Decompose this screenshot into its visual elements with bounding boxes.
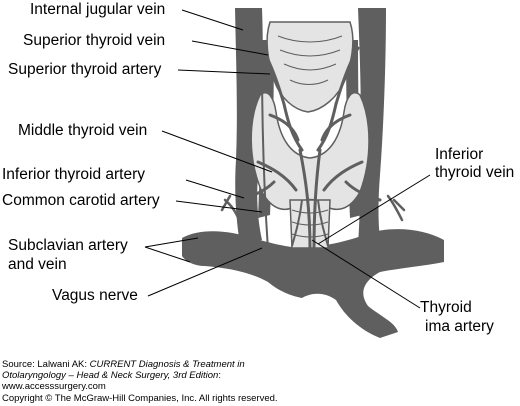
source-website: www.accesssurgery.com <box>2 381 106 392</box>
larynx-shape <box>266 21 354 113</box>
leader-inferior-thyroid-vein <box>317 174 431 245</box>
thyroid-gland-shape <box>250 91 370 211</box>
thyroid-vessels <box>238 46 382 250</box>
right-internal-jugular-vein-shape <box>358 8 386 244</box>
source-line-2: Otolaryngology – Head & Neck Surgery, 3r… <box>2 370 221 381</box>
leader-thyroid-ima-artery <box>311 239 421 309</box>
leader-common-carotid-artery <box>175 200 263 213</box>
label-superior-thyroid-artery: Superior thyroid artery <box>8 61 162 78</box>
source-line-1: Source: Lalwani AK: CURRENT Diagnosis & … <box>2 359 245 370</box>
label-middle-thyroid-vein: Middle thyroid vein <box>18 122 148 139</box>
label-superior-thyroid-vein: Superior thyroid vein <box>23 32 166 49</box>
leader-middle-thyroid-vein <box>161 130 273 173</box>
label-thyroid-ima-line2: ima artery <box>425 318 494 335</box>
label-inferior-thyroid-vein-line2: thyroid vein <box>435 164 515 181</box>
inferior-thyroid-veins <box>291 199 329 247</box>
source-title-suffix: : <box>218 370 221 381</box>
leader-subclavian-1 <box>144 237 199 248</box>
source-title-line2: Otolaryngology – Head & Neck Surgery, 3r… <box>2 370 219 381</box>
source-title-line1: CURRENT Diagnosis & Treatment in <box>89 359 245 370</box>
label-inferior-thyroid-artery: Inferior thyroid artery <box>2 166 145 183</box>
leader-subclavian-2 <box>144 246 191 263</box>
leader-superior-thyroid-artery <box>177 69 271 75</box>
label-subclavian-line1: Subclavian artery <box>8 237 128 254</box>
larynx-ridges <box>277 35 343 85</box>
label-subclavian-line2: and vein <box>8 256 67 273</box>
leader-internal-jugular-vein <box>181 9 244 31</box>
label-thyroid-ima-line1: Thyroid <box>420 299 472 316</box>
vagus-nerve-shape <box>261 59 269 251</box>
leader-lines <box>144 9 431 309</box>
side-branches <box>220 194 406 224</box>
subclavian-vessels-shape <box>182 229 444 338</box>
label-common-carotid-artery: Common carotid artery <box>2 192 160 209</box>
leader-superior-thyroid-vein <box>191 40 269 56</box>
leader-inferior-thyroid-artery <box>185 179 245 199</box>
label-vagus-nerve: Vagus nerve <box>52 287 138 304</box>
anatomy-shapes <box>182 8 444 338</box>
label-internal-jugular-vein: Internal jugular vein <box>30 1 166 18</box>
copyright-line: Copyright © The McGraw-Hill Companies, I… <box>2 393 278 404</box>
label-inferior-thyroid-vein-line1: Inferior <box>435 146 484 163</box>
left-internal-jugular-vein-shape <box>235 8 263 244</box>
source-prefix: Source: Lalwani AK: <box>2 359 90 370</box>
leader-vagus-nerve <box>147 247 263 297</box>
